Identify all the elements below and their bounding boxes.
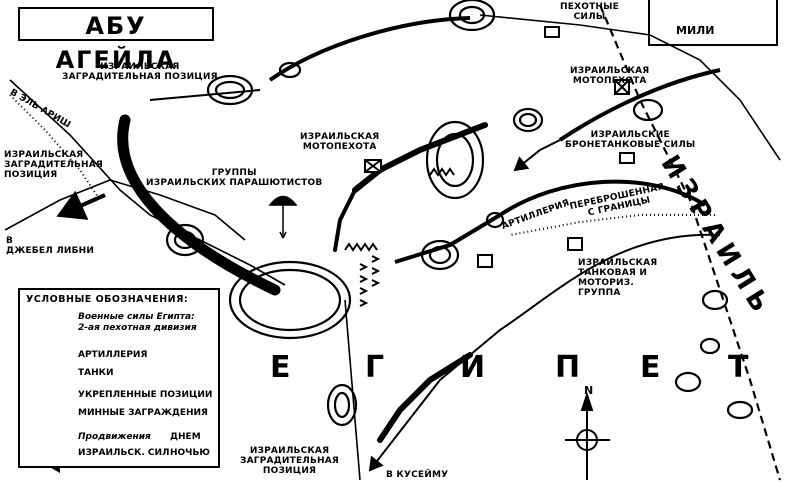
legend-day: ДНЕМ: [170, 432, 201, 442]
label-to-kuseima: В КУСЕЙМУ: [386, 470, 449, 480]
unit-symbols: [364, 26, 635, 268]
legend-israeli: ИЗРАИЛЬСК. СИЛ: [78, 448, 170, 458]
egypt-letter-1: Е: [270, 350, 291, 385]
legend-tanks: ТАНКИ: [78, 368, 114, 378]
egypt-letter-5: Е: [640, 350, 661, 385]
parachute-icon: [268, 195, 298, 239]
egypt-letter-3: И: [460, 350, 486, 385]
israeli-day-movements: [56, 16, 721, 472]
map-title: АБУ АГЕЙЛА: [18, 7, 214, 74]
legend-night: НОЧЬЮ: [170, 448, 210, 458]
israeli-night-movements: [117, 114, 488, 443]
legend-advance: Продвижения: [78, 432, 151, 442]
egypt-letter-4: П: [555, 350, 581, 385]
legend-egypt-forces: Военные силы Египта:2-ая пехотная дивизи…: [78, 312, 197, 333]
railroad: [9, 94, 101, 201]
egypt-letter-6: Т: [728, 350, 749, 385]
egypt-letter-2: Г: [365, 350, 385, 385]
fortified-positions: [344, 167, 455, 307]
legend-title: УСЛОВНЫЕ ОБОЗНАЧЕНИЯ:: [26, 294, 189, 305]
border-line: [598, 4, 782, 481]
legend-fortified: УКРЕПЛЕННЫЕ ПОЗИЦИИ: [78, 390, 213, 400]
legend: УСЛОВНЫЕ ОБОЗНАЧЕНИЯ: Военные силы Египт…: [18, 288, 220, 468]
legend-artillery: АРТИЛЛЕРИЯ: [78, 350, 148, 360]
compass-rose: [565, 391, 610, 480]
scale-box: [648, 0, 778, 46]
compass-north-label: N: [584, 384, 594, 397]
legend-mines: МИННЫЕ ЗАГРАЖДЕНИЯ: [78, 408, 208, 418]
scale-label: МИЛИ: [676, 24, 715, 37]
